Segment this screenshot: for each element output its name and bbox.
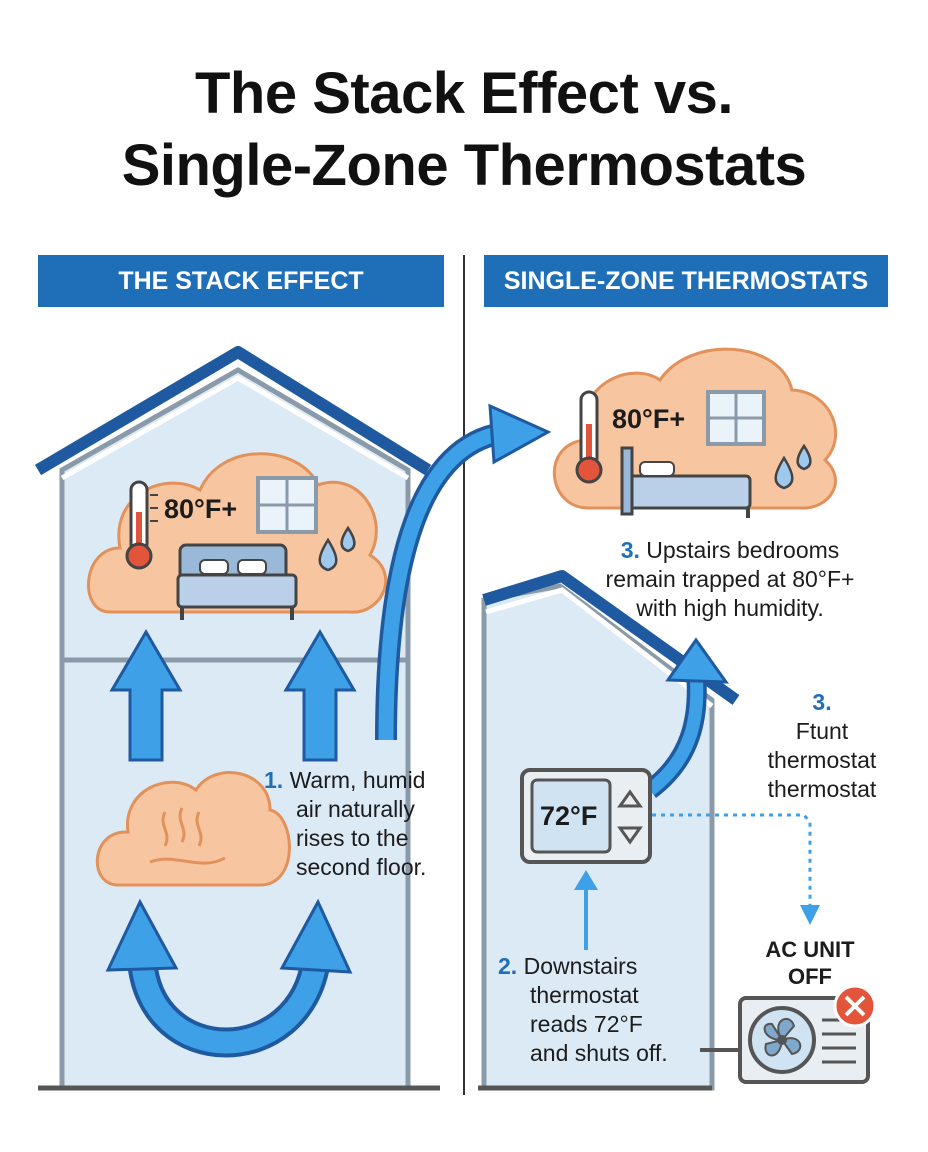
title-line-1: The Stack Effect vs. <box>195 61 734 126</box>
window-icon <box>706 390 766 446</box>
water-drops-icon <box>774 443 812 490</box>
down-arrow-icon <box>800 905 820 925</box>
ac-unit-line-2: OFF <box>788 964 832 989</box>
step3-top-number: 3. <box>620 537 640 563</box>
stack-effect-heading: THE STACK EFFECT <box>38 255 444 307</box>
step3-side-line-1: Ftunt <box>795 718 849 744</box>
up-arrow-icon <box>109 629 357 762</box>
step3-top-label: 3. Upstairs bedrooms remain trapped at 8… <box>560 536 900 623</box>
bed-icon <box>176 543 298 620</box>
thermostat-reading: 72°F <box>540 801 598 831</box>
step2-label: 2. Downstairs thermostat reads 72°F and … <box>498 952 718 1068</box>
step2-number: 2. <box>498 953 518 979</box>
step2-line-1: Downstairs <box>523 953 638 979</box>
single-zone-heading: SINGLE-ZONE THERMOSTATS <box>484 255 888 307</box>
window-icon <box>256 476 318 534</box>
step1-line-2: air naturally <box>296 796 415 822</box>
step3-side-line-2: thermostat <box>767 747 877 773</box>
left-bedroom-temp: 80°F+ <box>164 494 238 524</box>
thermometer-icon <box>125 480 158 570</box>
up-arrow-icon <box>643 637 729 798</box>
heat-cloud-icon <box>95 771 291 887</box>
step3-top-line-3: with high humidity. <box>636 595 824 621</box>
thermometer-icon <box>575 390 603 484</box>
close-icon <box>833 984 877 1028</box>
thermostat-device <box>520 768 652 864</box>
circulation-arrow-icon <box>105 898 353 1058</box>
right-bedroom-temp: 80°F+ <box>612 404 686 434</box>
fan-icon <box>748 1006 816 1074</box>
step3-side-line-3: thermostat <box>767 776 877 802</box>
step1-line-4: second floor. <box>296 854 427 880</box>
step1-number: 1. <box>264 767 284 793</box>
step3-top-line-2: remain trapped at 80°F+ <box>605 566 855 592</box>
step1-line-1: Warm, humid <box>289 767 426 793</box>
water-drops-icon <box>318 525 356 572</box>
ac-unit-label: AC UNIT OFF <box>740 936 880 990</box>
ac-unit-line-1: AC UNIT <box>765 937 855 962</box>
bed-icon <box>620 446 752 518</box>
step2-line-3: reads 72°F <box>530 1011 643 1037</box>
step1-label: 1. Warm, humid air naturally rises to th… <box>264 766 464 882</box>
rising-air-arrow <box>375 403 552 741</box>
panel-divider <box>463 255 465 1095</box>
step2-line-4: and shuts off. <box>530 1040 668 1066</box>
signal-line <box>652 813 812 905</box>
step2-line-2: thermostat <box>530 982 639 1008</box>
step3-side-number: 3. <box>812 689 832 715</box>
page-title: The Stack Effect vs. Single-Zone Thermos… <box>0 58 928 202</box>
title-line-2: Single-Zone Thermostats <box>121 133 807 198</box>
step1-line-3: rises to the <box>296 825 409 851</box>
step3-side-label: 3. Ftunt thermostat thermostat <box>742 688 902 804</box>
step3-top-line-1: Upstairs bedrooms <box>646 537 840 563</box>
